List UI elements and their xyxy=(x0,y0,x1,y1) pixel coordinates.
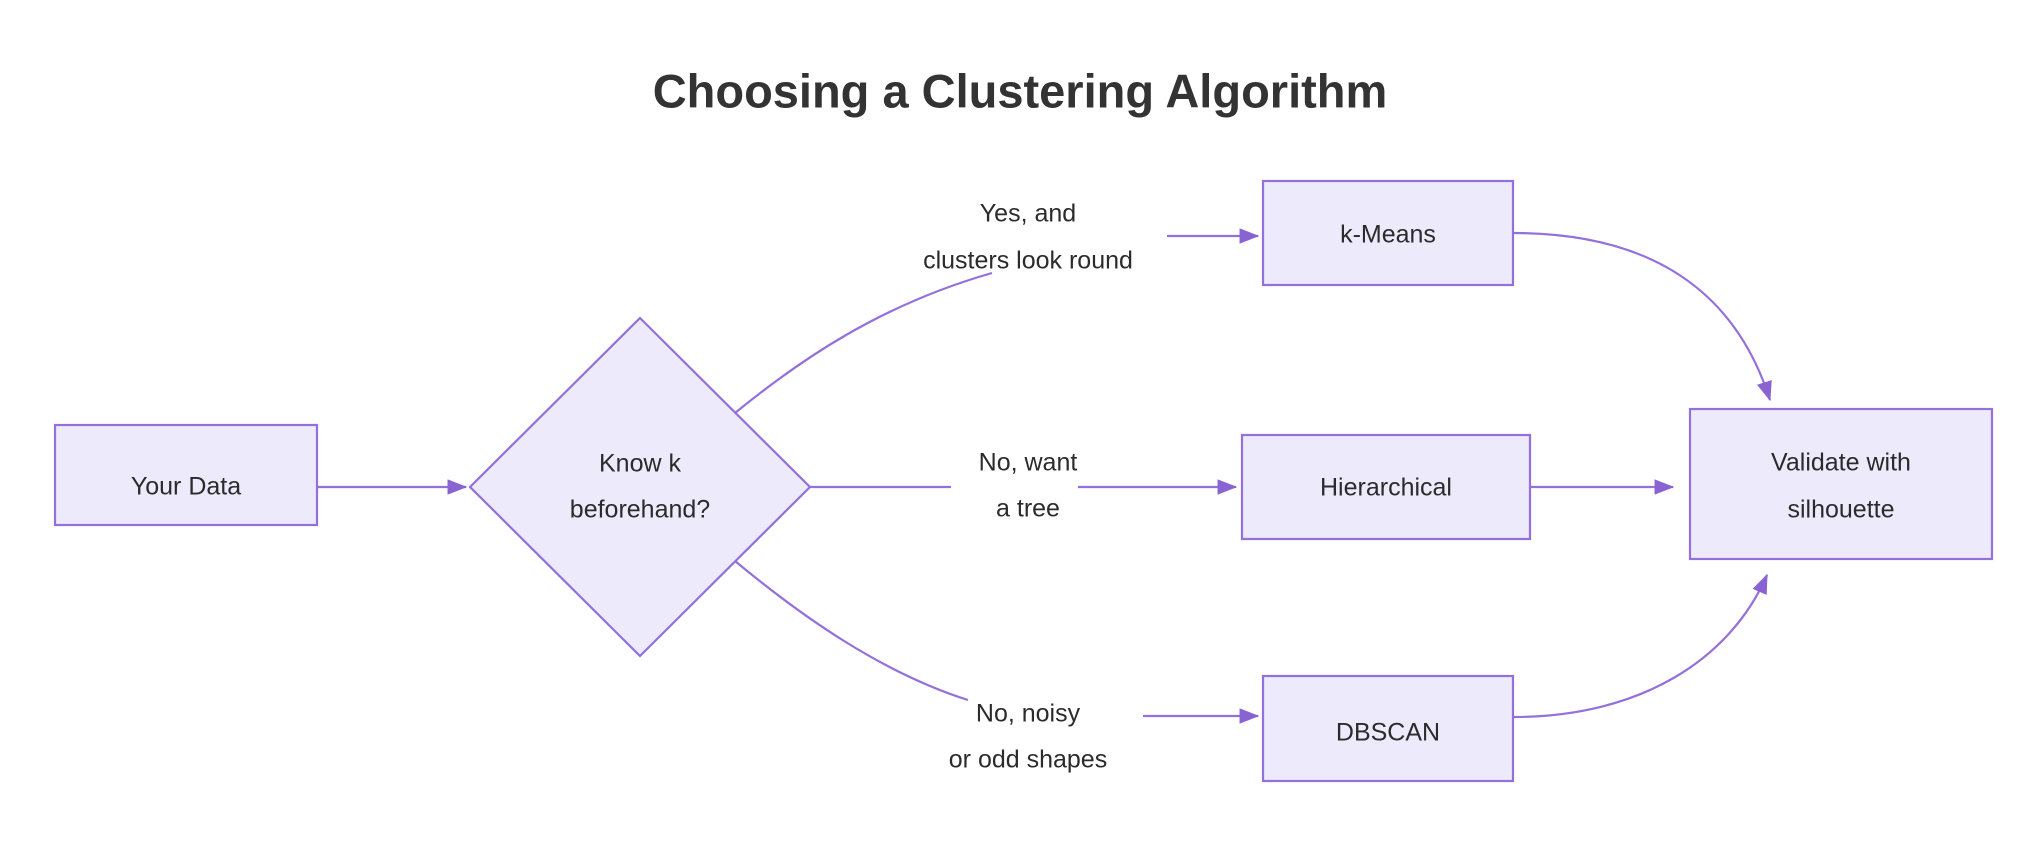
node-label-decision-line1: Know k xyxy=(599,450,681,478)
edge-label-yes-round-line2: clusters look round xyxy=(923,247,1133,275)
node-shape-rect[interactable] xyxy=(1261,179,1515,287)
edge-line xyxy=(734,560,969,702)
node-label-validate-line2: silhouette xyxy=(1787,496,1894,524)
edge-decision-to-hierarchical: No, want a tree xyxy=(810,449,1238,523)
node-shape-rect[interactable] xyxy=(1261,674,1515,783)
node-know-k-decision[interactable]: Know k beforehand? xyxy=(468,316,812,658)
edge-label-yes-round-line1: Yes, and xyxy=(980,200,1076,228)
edge-line xyxy=(1512,231,1772,402)
node-shape-rect[interactable] xyxy=(53,423,319,527)
edge-line xyxy=(734,271,993,414)
node-shape-rect[interactable] xyxy=(1688,407,1994,561)
node-label-your-data: Your Data xyxy=(131,473,241,501)
node-label-decision-line2: beforehand? xyxy=(570,496,710,524)
edge-dbscan-to-validate xyxy=(1512,573,1769,719)
edge-label-no-noisy-line2: or odd shapes xyxy=(949,746,1107,774)
node-label-kmeans: k-Means xyxy=(1340,221,1436,249)
edge-decision-to-dbscan: No, noisy or odd shapes xyxy=(734,560,1260,774)
node-validate-silhouette[interactable]: Validate with silhouette xyxy=(1688,407,1994,561)
edge-label-no-noisy-line1: No, noisy xyxy=(976,700,1081,728)
node-label-dbscan: DBSCAN xyxy=(1336,719,1440,747)
edge-line xyxy=(1512,573,1769,719)
node-label-hierarchical: Hierarchical xyxy=(1320,474,1452,502)
node-hierarchical[interactable]: Hierarchical xyxy=(1240,433,1532,541)
node-dbscan[interactable]: DBSCAN xyxy=(1261,674,1515,783)
node-shape-rect[interactable] xyxy=(1240,433,1532,541)
node-kmeans[interactable]: k-Means xyxy=(1261,179,1515,287)
node-your-data[interactable]: Your Data xyxy=(53,423,319,527)
node-shape-diamond[interactable] xyxy=(468,316,812,658)
page-title: Choosing a Clustering Algorithm xyxy=(653,64,1388,117)
edge-label-no-tree-line2: a tree xyxy=(996,495,1060,523)
edge-decision-to-kmeans: Yes, and clusters look round xyxy=(734,200,1260,414)
edge-kmeans-to-validate xyxy=(1512,231,1772,402)
edge-label-no-tree-line1: No, want xyxy=(979,449,1078,477)
node-label-validate-line1: Validate with xyxy=(1771,449,1911,477)
